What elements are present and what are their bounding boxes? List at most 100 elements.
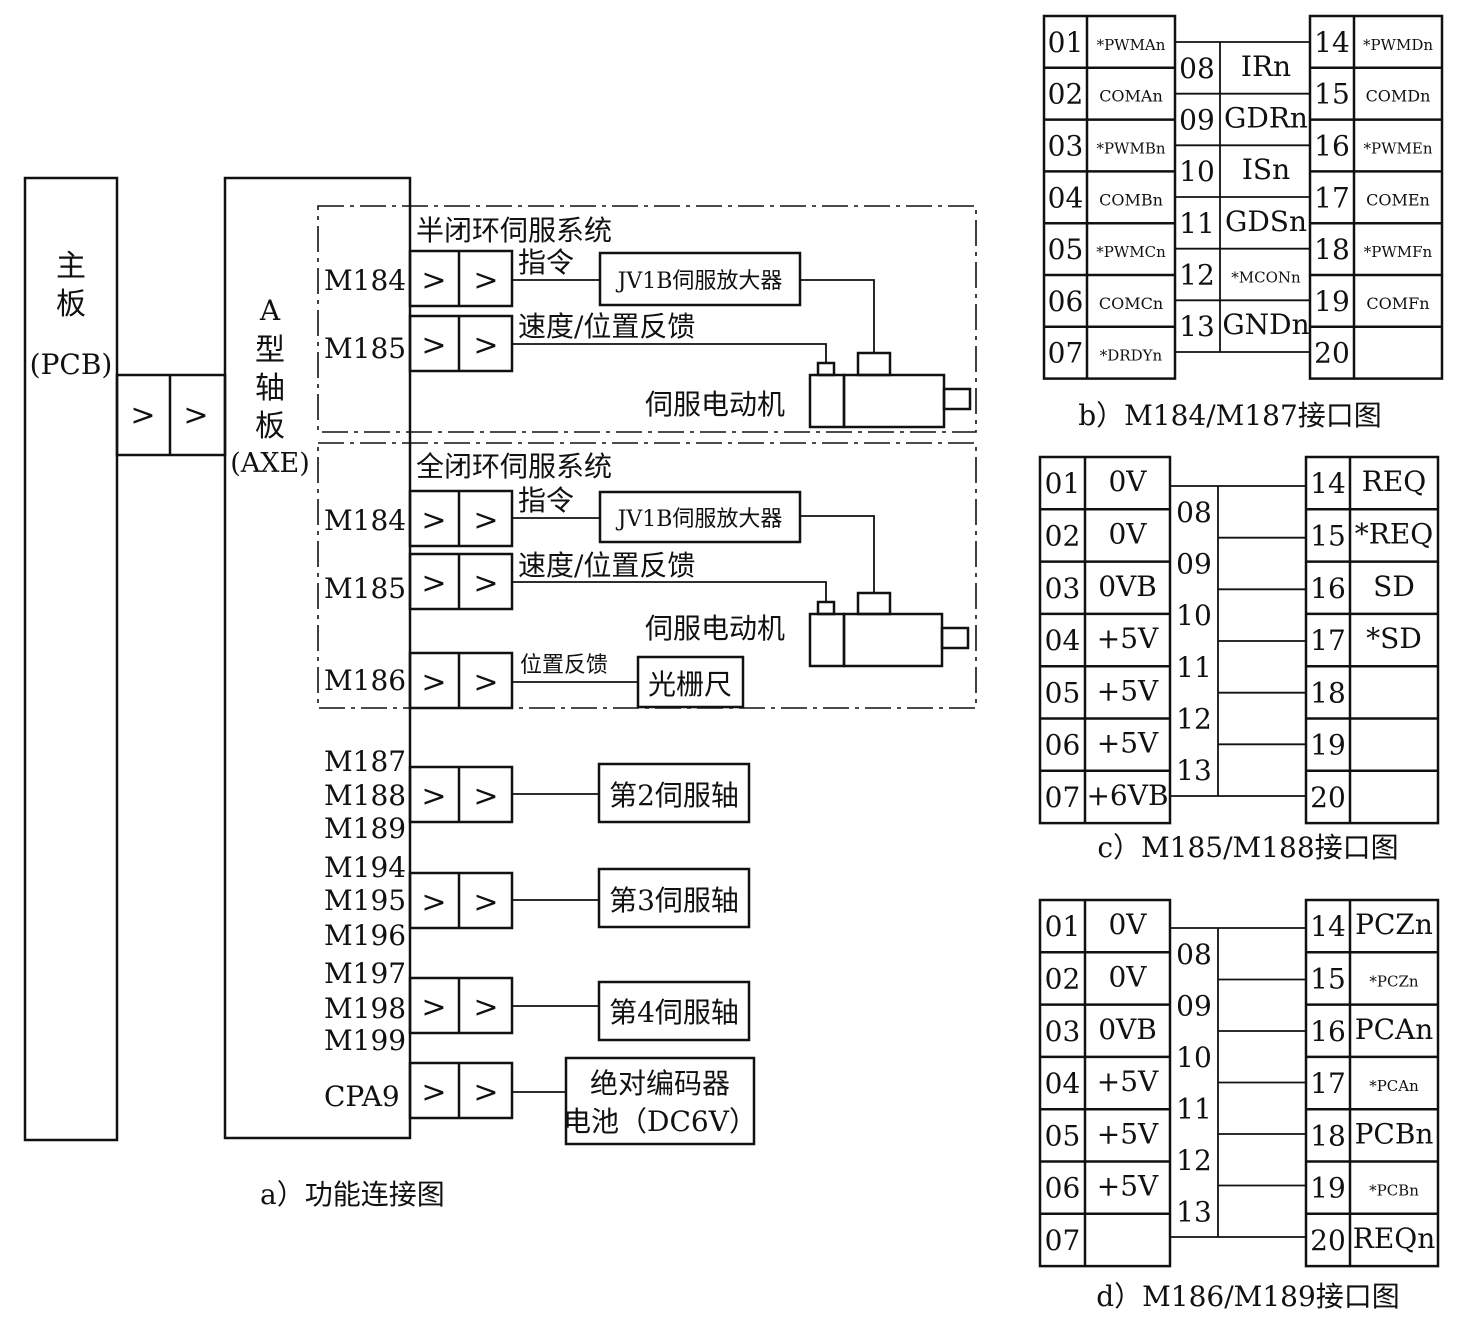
- pin-number: 11: [1179, 207, 1215, 240]
- port-label: M185: [324, 332, 406, 365]
- pin-number: 07: [1048, 337, 1084, 370]
- pin-signal: COMCn: [1099, 294, 1163, 313]
- axis-board-label-4: 板: [255, 409, 285, 444]
- pin-signal: *PWMAn: [1097, 36, 1166, 54]
- pin-signal: +5V: [1097, 1170, 1159, 1203]
- pin-signal: *PWMDn: [1363, 36, 1433, 54]
- pin-signal: PCZn: [1355, 908, 1433, 941]
- port-label: M195: [324, 884, 406, 917]
- port-label: M194: [324, 851, 406, 884]
- main-board-label-2: 板: [56, 287, 86, 322]
- pin-signal: 0V: [1108, 517, 1147, 550]
- pin-number: 03: [1048, 130, 1084, 163]
- pin-number: 01: [1045, 910, 1081, 943]
- pin-signal: GDSn: [1225, 205, 1307, 238]
- port-label: M197: [324, 957, 406, 990]
- pin-number: 17: [1314, 181, 1350, 214]
- port-label: M199: [324, 1024, 406, 1057]
- arrow: >: [421, 779, 446, 814]
- pin-number: 14: [1314, 26, 1350, 59]
- pin-number: 05: [1045, 1119, 1081, 1152]
- pin-number: 04: [1045, 624, 1081, 657]
- pin-number: 19: [1310, 729, 1346, 762]
- pin-signal: GDRn: [1224, 102, 1308, 135]
- pin-signal: 0V: [1108, 908, 1147, 941]
- pin-signal: +6VB: [1086, 779, 1168, 812]
- connector-arrow: >: [183, 398, 208, 433]
- port-label: M188: [324, 779, 406, 812]
- pcb-axe-connector: > >: [115, 373, 227, 457]
- pin-number: 01: [1045, 467, 1081, 500]
- pin-signal: +5V: [1097, 1065, 1159, 1098]
- servo-amplifier: JV1B伺服放大器: [616, 507, 783, 532]
- battery-label-2: 电池（DC6V）: [563, 1105, 757, 1138]
- pin-number: 17: [1310, 624, 1346, 657]
- pin-number: 13: [1176, 754, 1212, 787]
- pin-signal: PCBn: [1355, 1117, 1434, 1150]
- grating-scale: 光栅尺: [648, 668, 732, 701]
- pin-signal: *PWMBn: [1096, 140, 1165, 158]
- servo-axis-3: M194 M195 M196 > > 第3伺服轴: [324, 851, 751, 952]
- connector-caption: d）M186/M189接口图: [1096, 1280, 1400, 1313]
- pin-number: 10: [1179, 155, 1215, 188]
- servo-motor: 伺服电动机: [645, 612, 785, 645]
- function-connection-diagram: 主 板 (PCB) > > A 型 轴 板 (AXE) 半闭环伺服系统 M184…: [23, 176, 977, 1211]
- pin-signal: *PWMFn: [1364, 243, 1433, 261]
- battery-label-1: 绝对编码器: [590, 1067, 730, 1100]
- pin-signal: COMDn: [1366, 87, 1431, 106]
- pin-number: 15: [1314, 78, 1350, 111]
- pin-number: 18: [1314, 233, 1350, 266]
- pin-number: 03: [1045, 572, 1081, 605]
- pin-number: 04: [1048, 181, 1084, 214]
- arrow: >: [473, 1075, 498, 1110]
- pin-signal: *PCBn: [1369, 1182, 1419, 1200]
- port-label: M189: [324, 812, 406, 845]
- semi-closed-loop-system: 半闭环伺服系统 M184 M185 > > > > 指令 JV1B伺服放大器 速…: [317, 205, 977, 433]
- main-board-label-1: 主: [56, 249, 86, 284]
- pin-number: 07: [1045, 1224, 1081, 1257]
- arrow: >: [473, 990, 498, 1025]
- pin-number: 12: [1176, 1144, 1212, 1177]
- command-label: 指令: [518, 484, 574, 517]
- pin-number: 20: [1310, 781, 1346, 814]
- servo-axis-4: M197 M198 M199 > > 第4伺服轴: [324, 957, 751, 1057]
- pin-number: 08: [1176, 496, 1212, 529]
- pin-number: 02: [1045, 962, 1081, 995]
- port-label: M196: [324, 919, 406, 952]
- pin-number: 12: [1176, 703, 1212, 736]
- pin-number: 16: [1310, 572, 1346, 605]
- port-label: M187: [324, 745, 406, 778]
- pin-number: 09: [1176, 989, 1212, 1022]
- pin-signal: +5V: [1097, 674, 1159, 707]
- pin-signal: *MCONn: [1231, 269, 1301, 287]
- pin-signal: REQ: [1362, 465, 1426, 498]
- pin-number: 07: [1045, 781, 1081, 814]
- servo-axis-2: M187 M188 M189 > > 第2伺服轴: [324, 745, 751, 845]
- pin-signal: 0V: [1108, 960, 1147, 993]
- pin-number: 18: [1310, 1119, 1346, 1152]
- pin-signal: PCAn: [1355, 1013, 1434, 1046]
- pin-number: 15: [1310, 519, 1346, 552]
- axis-board-label-1: A: [259, 294, 281, 327]
- pin-number: 18: [1310, 676, 1346, 709]
- connector-arrow: >: [130, 398, 155, 433]
- arrow: >: [473, 566, 498, 601]
- pin-number: 12: [1179, 259, 1215, 292]
- port-label: CPA9: [324, 1080, 400, 1113]
- axis-3-label: 第3伺服轴: [609, 884, 739, 917]
- pin-number: 08: [1179, 52, 1215, 85]
- pin-number: 10: [1176, 1041, 1212, 1074]
- pin-number: 05: [1048, 233, 1084, 266]
- arrow: >: [473, 885, 498, 920]
- feedback-label: 速度/位置反馈: [518, 549, 695, 582]
- pin-signal: GNDn: [1222, 308, 1309, 341]
- feedback-label: 速度/位置反馈: [518, 310, 695, 343]
- port-label: M186: [324, 664, 406, 697]
- pin-number: 11: [1176, 1092, 1212, 1125]
- semi-closed-title: 半闭环伺服系统: [416, 214, 612, 247]
- pin-number: 17: [1310, 1067, 1346, 1100]
- encoder-battery: CPA9 > > 绝对编码器 电池（DC6V）: [324, 1056, 757, 1146]
- servo-amplifier: JV1B伺服放大器: [616, 269, 783, 294]
